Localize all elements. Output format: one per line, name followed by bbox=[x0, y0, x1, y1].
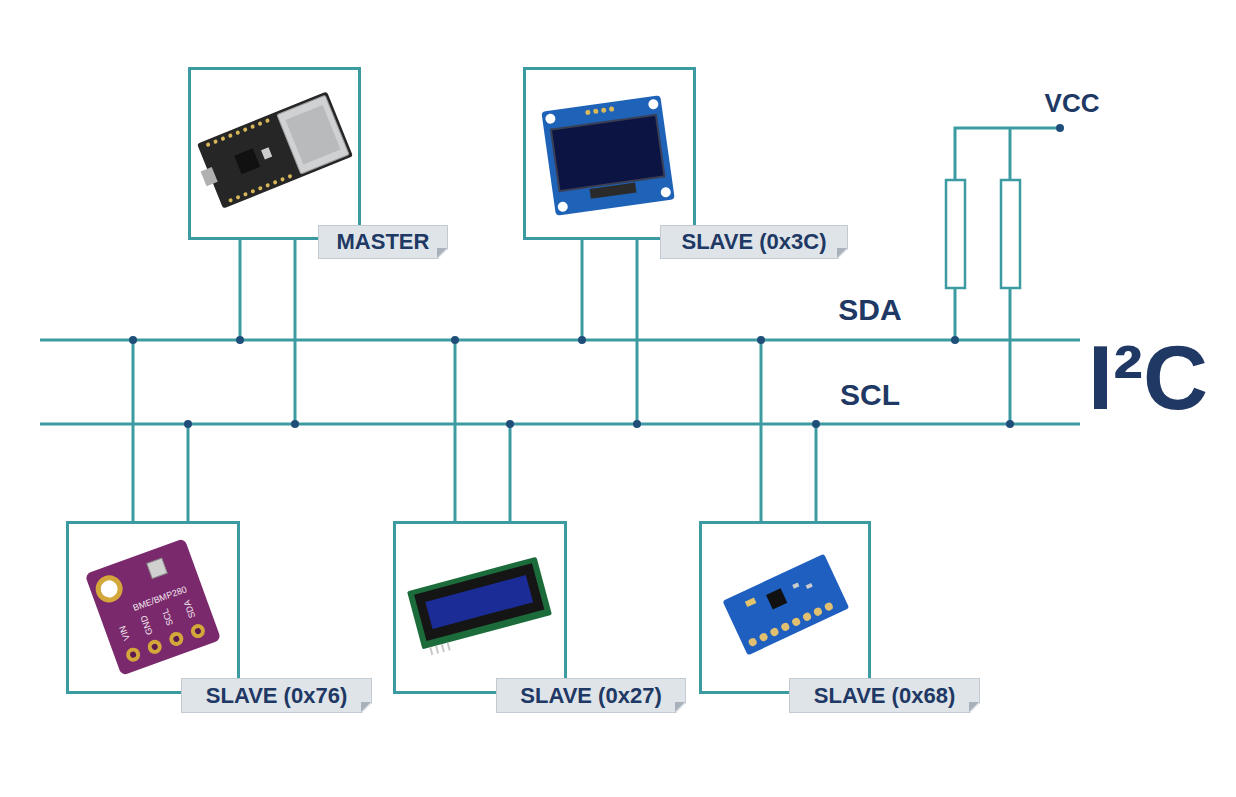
device-tag: SLAVE (0x3C) bbox=[660, 225, 848, 259]
pullup-wire bbox=[955, 128, 1060, 340]
tag-fold bbox=[361, 702, 371, 712]
wire bbox=[454, 340, 457, 521]
junction-dot bbox=[236, 336, 244, 344]
junction-dot bbox=[633, 420, 641, 428]
supply-label: VCC bbox=[1045, 90, 1100, 116]
device-name: SLAVE (0x76) bbox=[206, 685, 347, 707]
wire bbox=[581, 240, 584, 340]
device-tag: MASTER bbox=[318, 225, 448, 259]
device-tag: SLAVE (0x76) bbox=[181, 678, 372, 713]
slave-box: SLAVE (0x68) bbox=[699, 521, 871, 694]
scl-bus-line bbox=[40, 423, 1080, 426]
junction-dot bbox=[291, 420, 299, 428]
bus-label: SDA bbox=[838, 295, 901, 325]
wire bbox=[760, 340, 763, 521]
junction-dot bbox=[578, 336, 586, 344]
esp32-board-illustration bbox=[190, 91, 353, 211]
vcc-terminal-dot bbox=[1056, 124, 1064, 132]
junction-dot bbox=[451, 336, 459, 344]
bme280-board-illustration bbox=[85, 538, 222, 676]
device-tag: SLAVE (0x68) bbox=[789, 678, 980, 713]
junction-dot bbox=[129, 336, 137, 344]
wire bbox=[132, 340, 135, 521]
device-name: SLAVE (0x68) bbox=[814, 685, 955, 707]
tag-fold bbox=[437, 248, 447, 258]
junction-dot bbox=[757, 336, 765, 344]
resistor-symbol bbox=[946, 180, 965, 288]
lcd-illustration bbox=[407, 557, 554, 657]
slave-box: SLAVE (0x76) bbox=[66, 521, 240, 694]
oled-display-illustration bbox=[541, 95, 674, 216]
wire bbox=[815, 424, 818, 521]
device-name: SLAVE (0x27) bbox=[520, 685, 661, 707]
device-tag: SLAVE (0x27) bbox=[496, 678, 686, 713]
wire bbox=[294, 240, 297, 424]
tag-fold bbox=[969, 702, 979, 712]
mpu-board-illustration bbox=[722, 554, 849, 656]
wire bbox=[187, 424, 190, 521]
wire bbox=[239, 240, 242, 340]
junction-dot bbox=[506, 420, 514, 428]
tag-fold bbox=[675, 702, 685, 712]
junction-dot bbox=[1006, 420, 1014, 428]
bus-label: SCL bbox=[840, 380, 900, 410]
slave-box: SLAVE (0x3C) bbox=[523, 67, 696, 240]
wire bbox=[509, 424, 512, 521]
resistor-symbol bbox=[1001, 180, 1020, 288]
device-name: SLAVE (0x3C) bbox=[681, 231, 826, 253]
junction-dot bbox=[812, 420, 820, 428]
junction-dot bbox=[951, 336, 959, 344]
protocol-title: I²C bbox=[1088, 333, 1208, 423]
device-name: MASTER bbox=[337, 231, 430, 253]
tag-fold bbox=[837, 248, 847, 258]
wire bbox=[636, 240, 639, 424]
sda-bus-line bbox=[40, 339, 1080, 342]
master-box: MASTER bbox=[188, 67, 361, 240]
slave-box: SLAVE (0x27) bbox=[393, 521, 567, 694]
junction-dot bbox=[184, 420, 192, 428]
